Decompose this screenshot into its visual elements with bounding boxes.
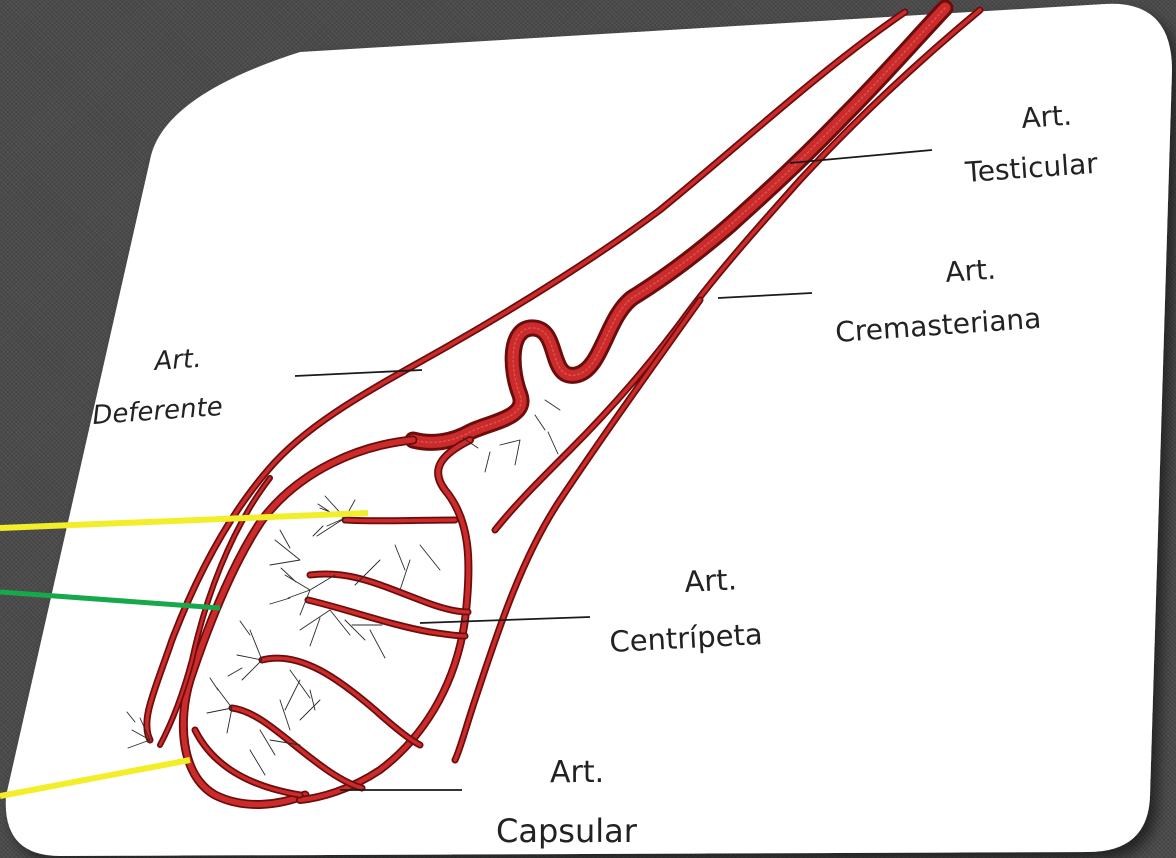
label-deferente-line1: Art. bbox=[151, 344, 202, 377]
label-centripeta-line1: Art. bbox=[684, 562, 738, 599]
label-testicular-line1: Art. bbox=[1020, 99, 1073, 135]
label-capsular-line1: Art. bbox=[550, 755, 604, 790]
label-capsular-line2: Capsular bbox=[496, 812, 638, 850]
label-cremasteriana-line1: Art. bbox=[944, 253, 997, 289]
